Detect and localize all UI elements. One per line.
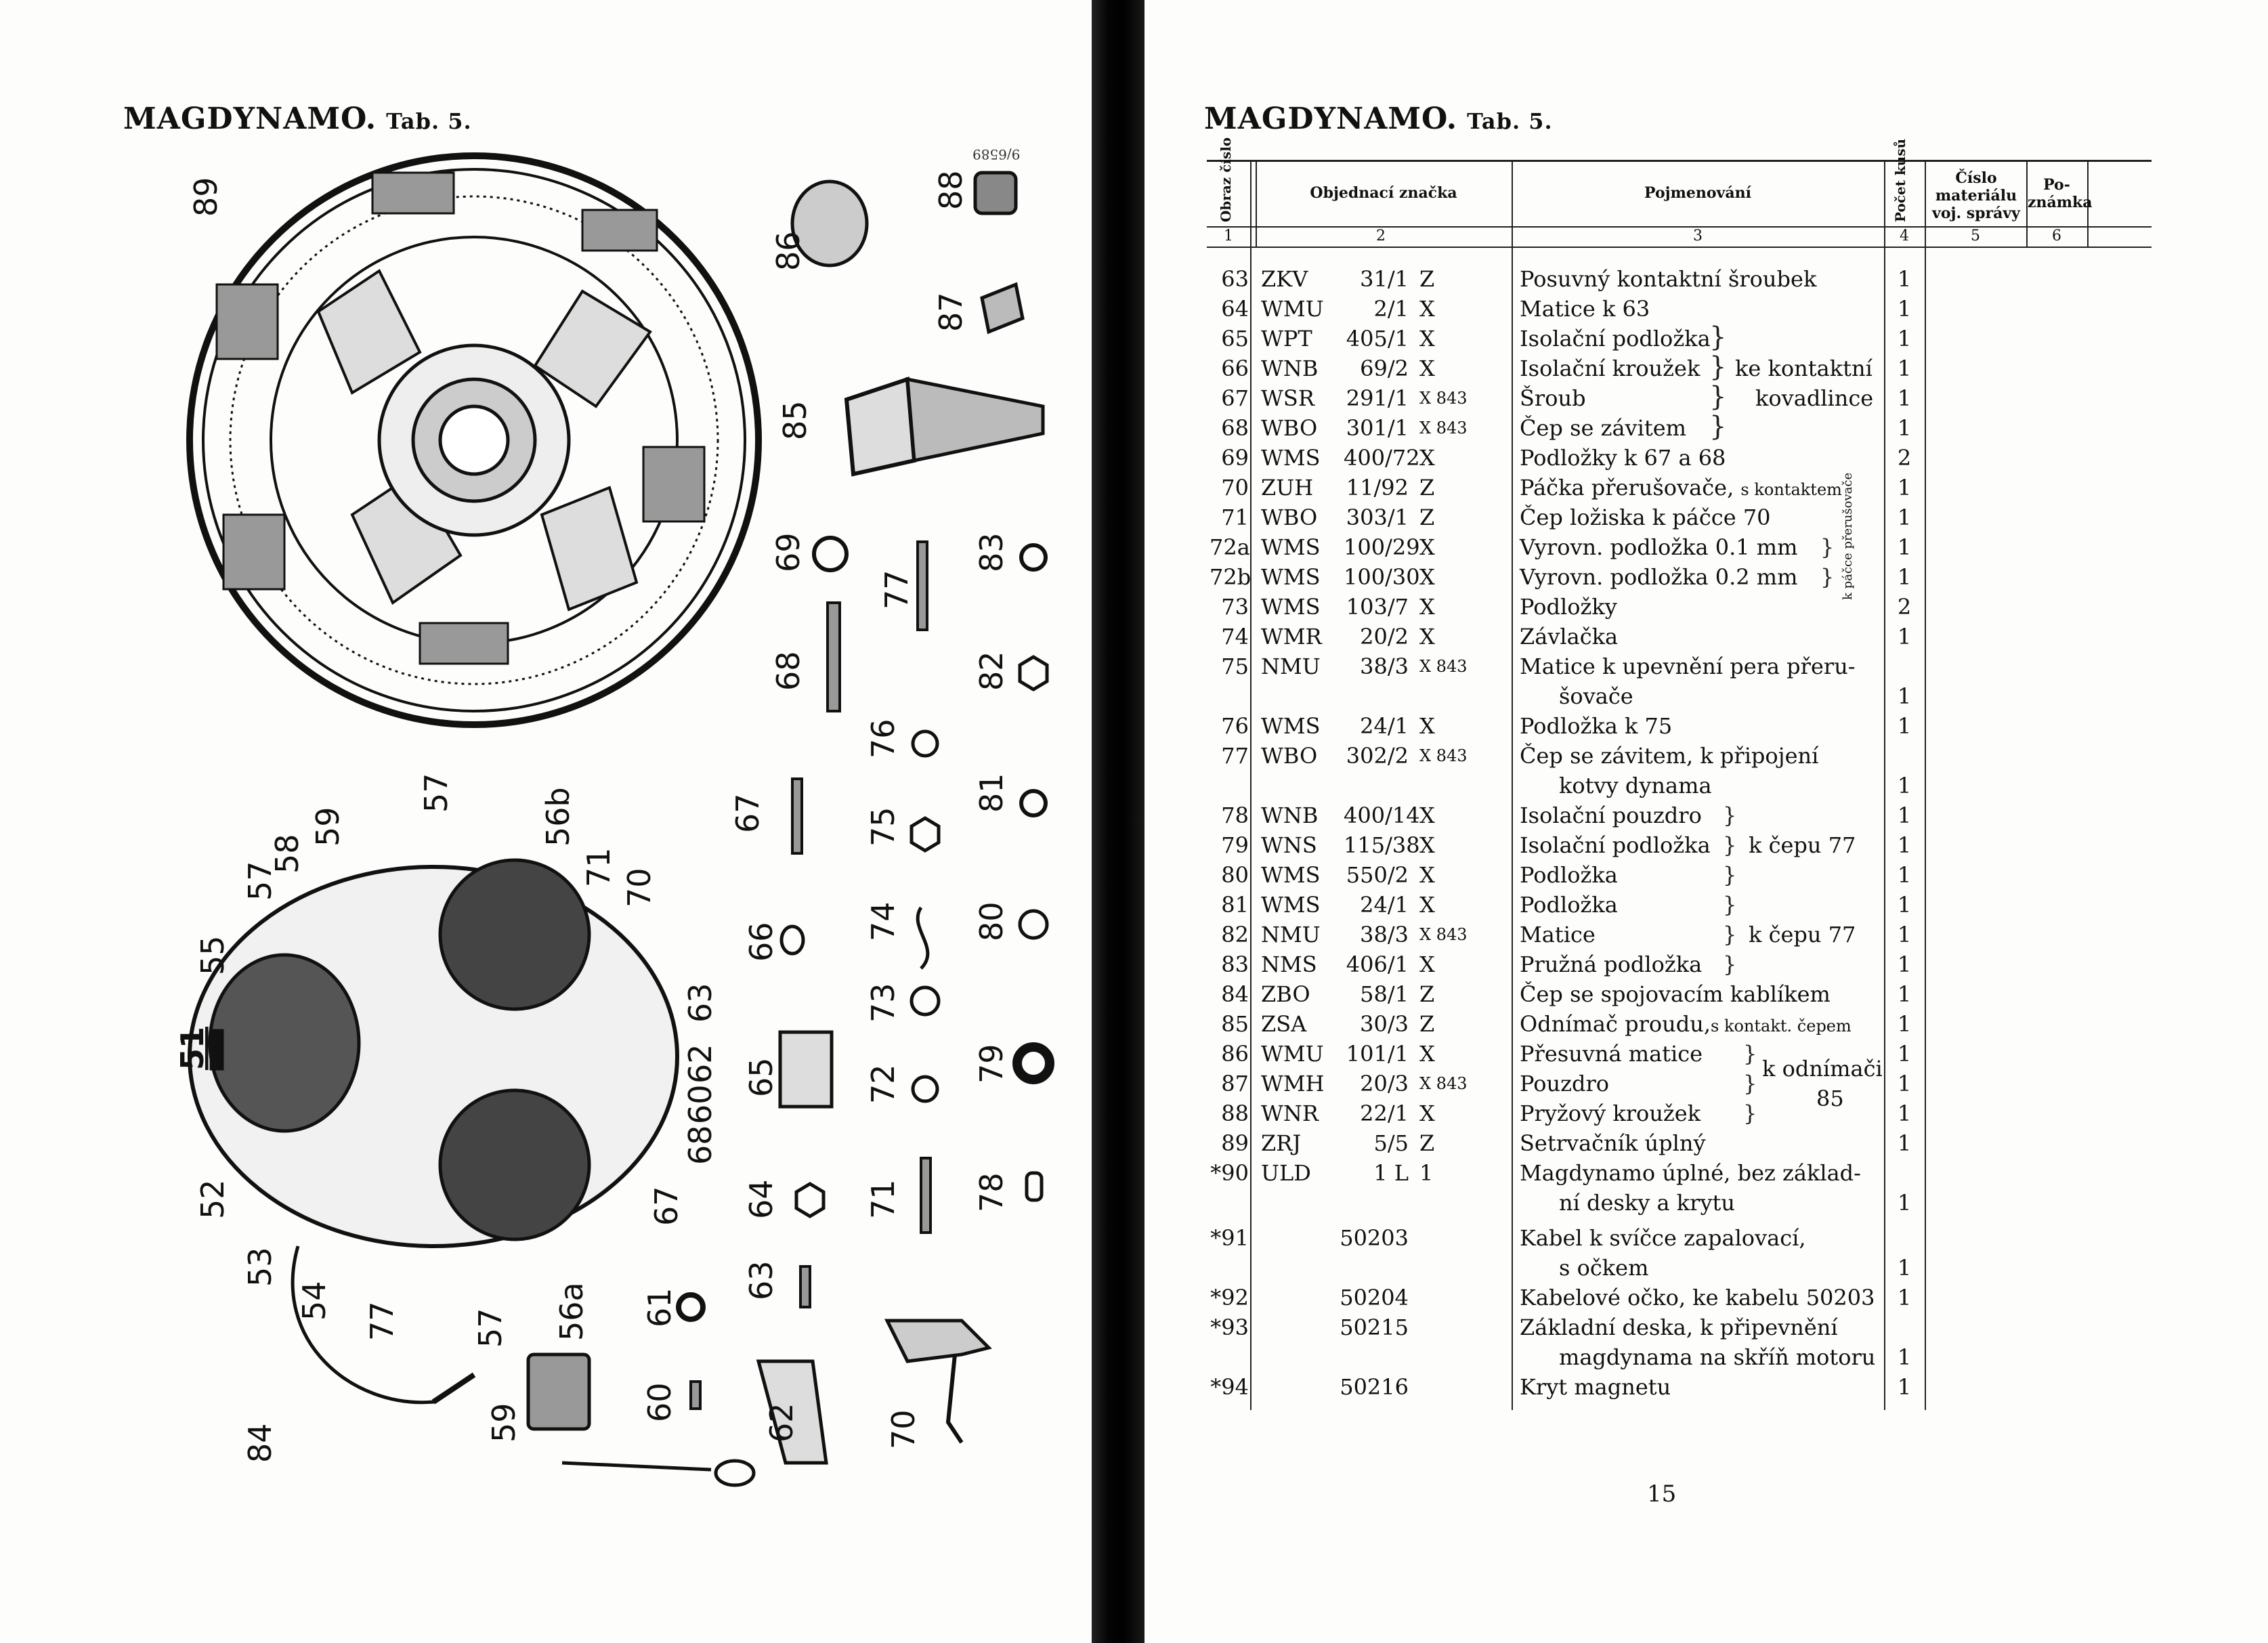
label-85: 85 (777, 400, 813, 440)
label-87: 87 (933, 292, 969, 332)
label-89: 89 (188, 177, 224, 217)
label-72: 72 (865, 1064, 901, 1104)
label-73: 73 (865, 983, 901, 1023)
header-cislo: Číslo materiálu voj. správy (1932, 169, 2020, 222)
right-heading-tab: Tab. 5. (1467, 108, 1553, 134)
brace-cepu-2: }}} (1723, 892, 1737, 977)
label-57-a: 57 (242, 861, 278, 901)
col-number-2: 2 (1376, 228, 1386, 244)
label-83: 83 (973, 532, 1010, 572)
book-spine (1092, 0, 1144, 1643)
label-74: 74 (865, 901, 901, 941)
group-label-cepu-1: k čepu 77 (1749, 832, 1856, 858)
group-label-pacce: k páčce přerušovače (1841, 472, 1855, 600)
label-62: 62 (763, 1403, 800, 1443)
label-82: 82 (973, 651, 1010, 691)
header-poznamka: Po- známka (2028, 176, 2093, 211)
label-60: 60 (641, 1382, 678, 1422)
label-53: 53 (242, 1247, 278, 1287)
label-77: 77 (878, 570, 915, 610)
label-59-bottom: 59 (486, 1403, 522, 1443)
group-label-odnimaci-1: k odnímači (1762, 1056, 1883, 1082)
label-70-plate: 70 (621, 868, 658, 908)
label-71-plate: 71 (580, 847, 617, 887)
brace-pacce: }} (1820, 534, 1835, 590)
label-88: 88 (933, 170, 969, 210)
group-label-kontaktni-2: kovadlince (1755, 385, 1874, 411)
group-label-cepu-2: k čepu 77 (1749, 922, 1856, 947)
header-pojmenovani: Pojmenování (1644, 184, 1751, 202)
label-52: 52 (194, 1179, 231, 1219)
left-heading-tab: Tab. 5. (386, 108, 472, 134)
right-heading: MAGDYNAMO. Tab. 5. (1204, 102, 1553, 136)
small-parts-drawing (526, 171, 1054, 1487)
label-67: 67 (729, 793, 766, 833)
label-86: 86 (770, 231, 807, 271)
group-label-odnimaci-2: 85 (1816, 1086, 1844, 1111)
col-number-3: 3 (1693, 228, 1703, 244)
parts-table: Obraz číslo Objednací značka Pojmenování… (1207, 137, 2152, 1410)
label-79: 79 (973, 1044, 1010, 1084)
label-58: 58 (269, 834, 305, 874)
header-objednaci: Objednací značka (1310, 184, 1457, 202)
page-number: 15 (1647, 1480, 1677, 1508)
col-number-5: 5 (1971, 228, 1980, 244)
label-75: 75 (865, 807, 901, 847)
label-76: 76 (865, 719, 901, 759)
col-number-1: 1 (1224, 228, 1233, 244)
label-63-plate: 63 (682, 983, 719, 1023)
label-78: 78 (973, 1172, 1010, 1212)
label-54: 54 (296, 1281, 333, 1321)
left-heading: MAGDYNAMO. Tab. 5. (123, 102, 472, 136)
label-61: 61 (641, 1287, 678, 1327)
group-label-kontaktni-1: ke kontaktní (1735, 356, 1873, 381)
label-77-plate: 77 (364, 1301, 400, 1341)
label-68: 68 (770, 651, 807, 691)
label-55: 55 (194, 935, 231, 975)
label-57-c: 57 (472, 1308, 509, 1348)
label-81: 81 (973, 773, 1010, 813)
label-56b: 56b (540, 787, 576, 847)
part-labels: 89 86 88 87 85 69 77 83 68 82 76 81 67 7… (174, 170, 1010, 1463)
right-page: MAGDYNAMO. Tab. 5. Obraz číslo Objednací … (1144, 0, 2268, 1643)
header-obraz: Obraz číslo (1218, 137, 1234, 222)
flywheel-drawing (186, 152, 762, 728)
label-71: 71 (865, 1179, 901, 1219)
brace-odnimaci: }}} (1743, 1041, 1757, 1126)
col-number-6: 6 (2052, 228, 2061, 244)
label-80: 80 (973, 901, 1010, 941)
label-64: 64 (743, 1179, 779, 1219)
label-65: 65 (743, 1057, 779, 1097)
left-page: MAGDYNAMO.Tab. 5. 9/6589 (0, 0, 1092, 1643)
brace-kontaktni: }}}} (1709, 322, 1727, 442)
label-57-b: 57 (418, 773, 454, 813)
label-51: 51 (174, 1027, 211, 1070)
label-70: 70 (885, 1409, 922, 1449)
header-pocet: Počet kusů (1892, 138, 1908, 222)
label-67-plate: 67 (648, 1186, 685, 1226)
label-60-plate: 60 (682, 1084, 719, 1124)
right-heading-title: MAGDYNAMO. (1204, 102, 1458, 136)
label-69: 69 (770, 532, 807, 572)
label-59-top: 59 (309, 807, 346, 847)
col-number-4: 4 (1900, 228, 1909, 244)
label-63: 63 (743, 1260, 779, 1300)
label-66: 66 (743, 922, 779, 962)
label-68-plate: 68 (682, 1125, 719, 1165)
label-62-plate: 62 (682, 1044, 719, 1084)
brace-cepu-1: }}} (1723, 803, 1737, 888)
left-heading-title: MAGDYNAMO. (123, 102, 377, 136)
label-56a: 56a (553, 1282, 590, 1341)
base-plate-drawing (188, 858, 679, 1405)
exploded-parts-diagram: 89 86 88 87 85 69 77 83 68 82 76 81 67 7… (174, 152, 1054, 1487)
label-84: 84 (242, 1423, 278, 1463)
